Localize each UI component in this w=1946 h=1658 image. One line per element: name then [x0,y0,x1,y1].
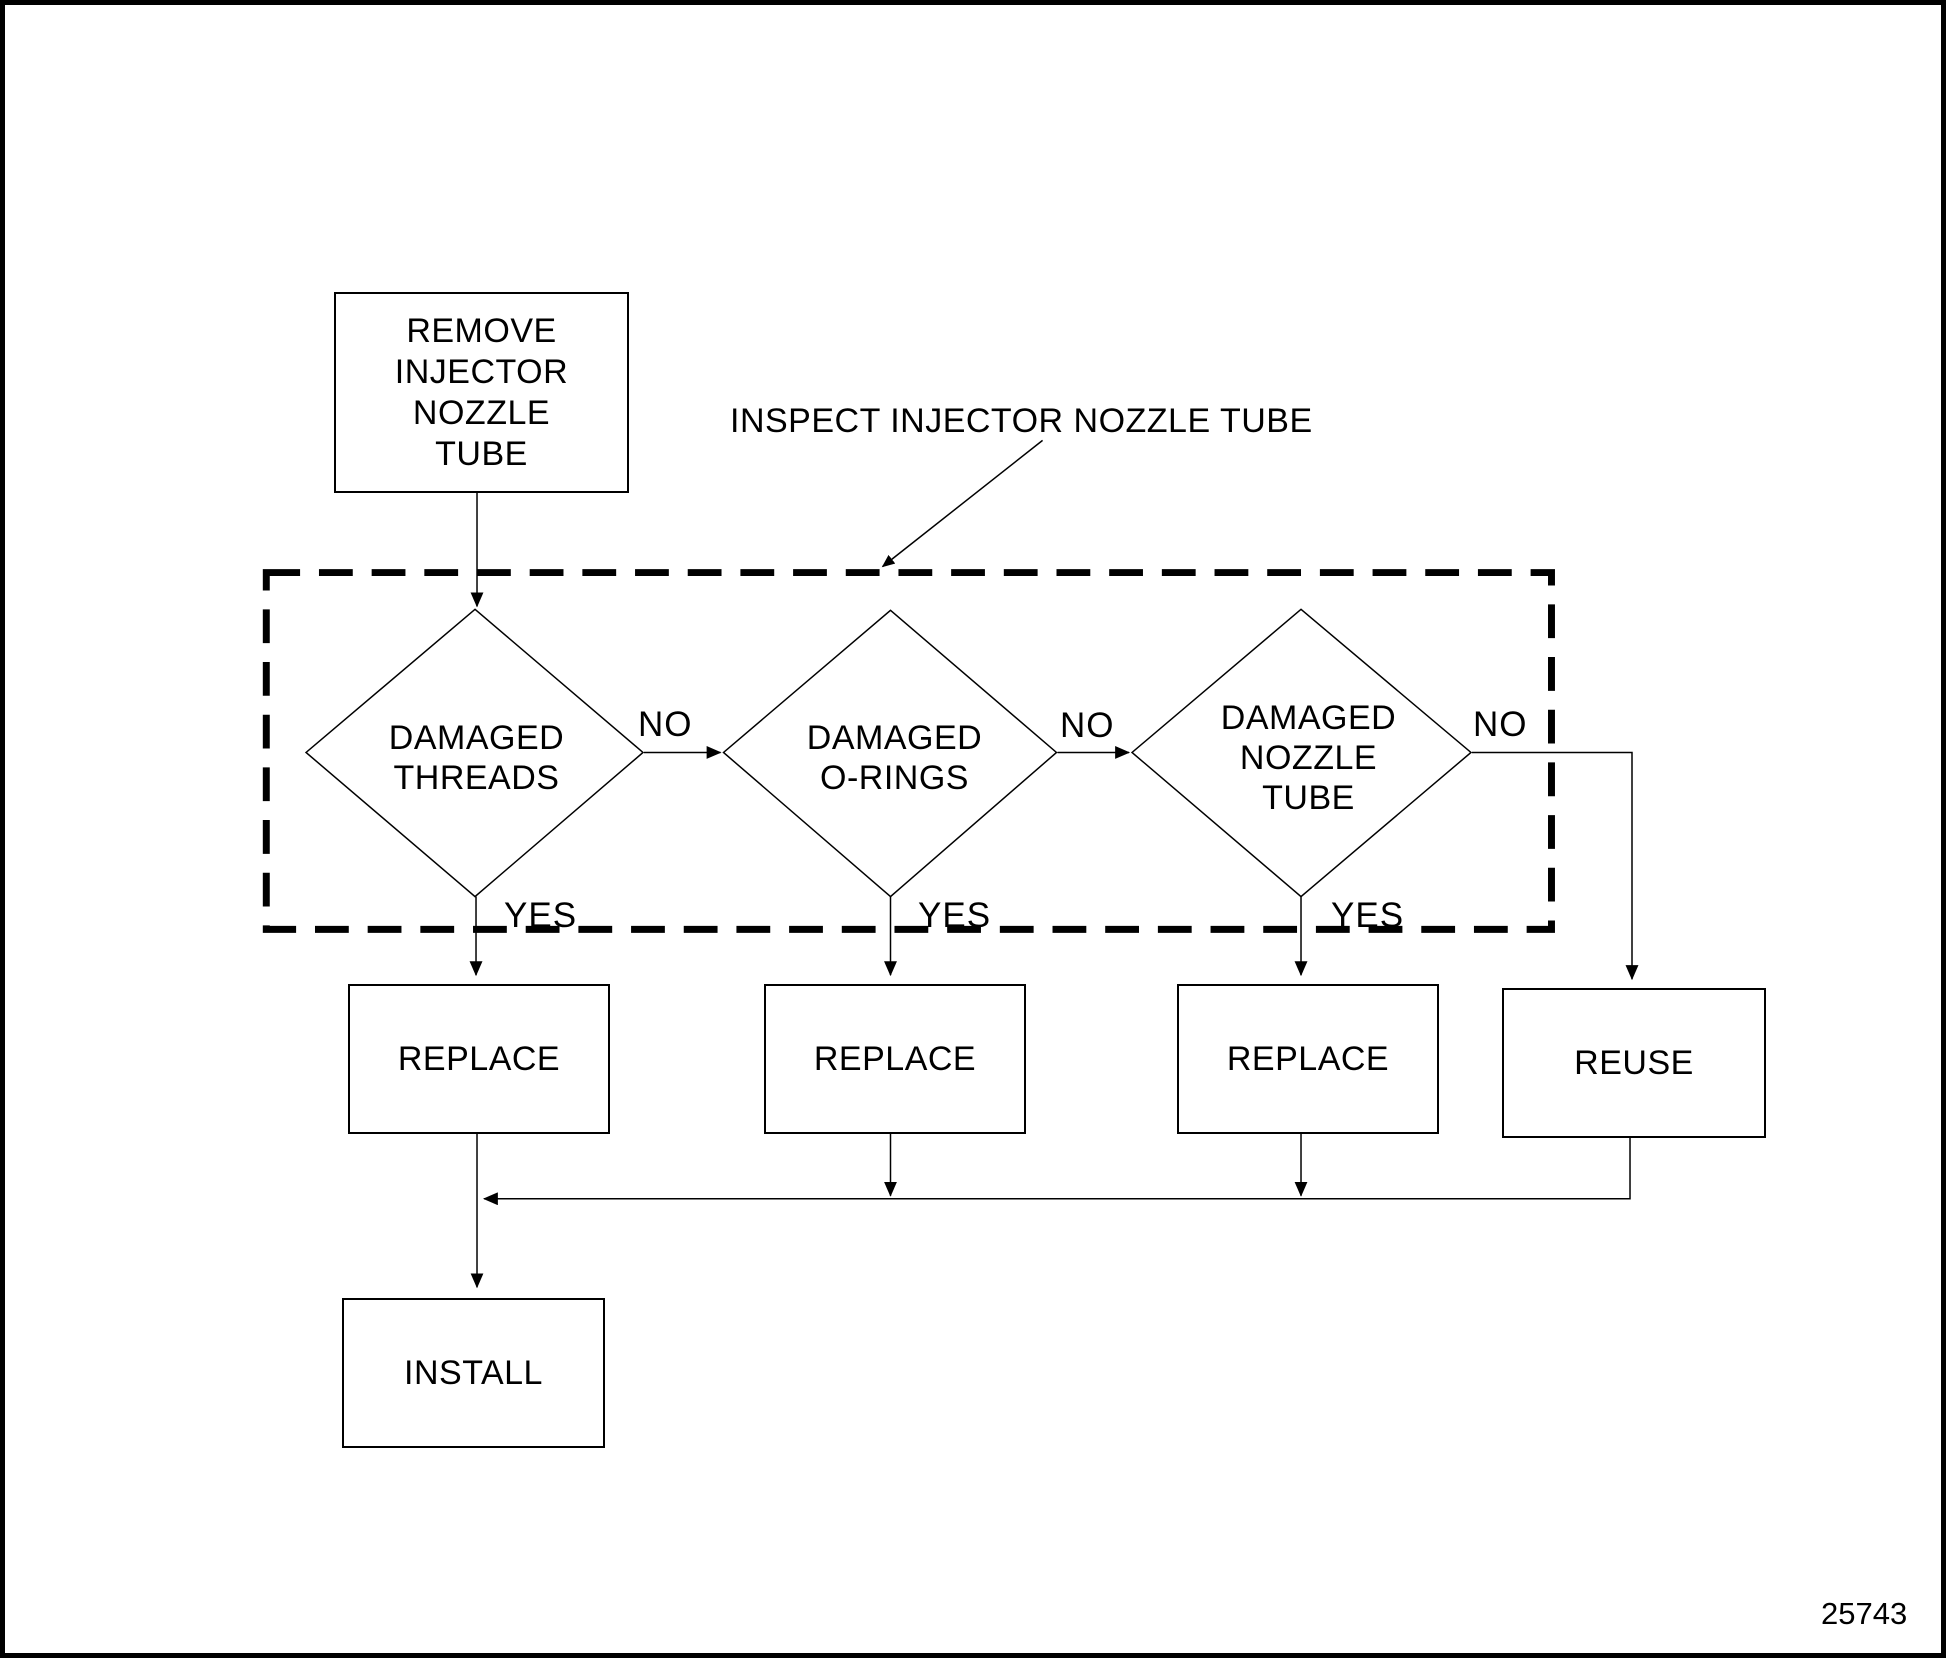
edge-label-yes-orings: YES [918,896,992,935]
node-replace-nozzle-tube: REPLACE [1177,984,1439,1134]
label-damaged-orings: DAMAGED O-RINGS [806,719,983,797]
edge-label-no-nozzle-tube: NO [1473,705,1528,744]
label-damaged-threads: DAMAGED THREADS [388,718,565,797]
flowchart-canvas [262,439,1639,1289]
label-damaged-nozzle-tube: DAMAGED NOZZLE TUBE [1220,698,1397,817]
edge-label-yes-threads: YES [504,896,578,935]
node-install: INSTALL [342,1298,605,1448]
edge-label-yes-nozzle-tube: YES [1331,896,1405,935]
edge-reuse-to-merge [482,1131,1631,1206]
decision-diamond-damaged-nozzle-tube [1130,608,1473,898]
node-replace-orings: REPLACE [764,984,1026,1134]
node-reuse: REUSE [1502,988,1766,1138]
decision-diamond-damaged-orings [722,609,1058,898]
decision-diamond-damaged-threads [304,608,645,898]
figure-number: 25743 [1821,1596,1908,1631]
edge-label-no-threads: NO [638,705,693,744]
node-remove-injector-nozzle-tube: REMOVE INJECTOR NOZZLE TUBE [334,292,629,493]
inspection-region-dashed-box [262,569,1555,933]
edge-no-nozzle-to-reuse [1471,751,1639,981]
annotation-leader-arrow [881,439,1044,568]
annotation-inspect-injector-nozzle-tube: INSPECT INJECTOR NOZZLE TUBE [730,402,1313,440]
node-replace-threads: REPLACE [348,984,610,1134]
edge-label-no-orings: NO [1060,706,1115,745]
